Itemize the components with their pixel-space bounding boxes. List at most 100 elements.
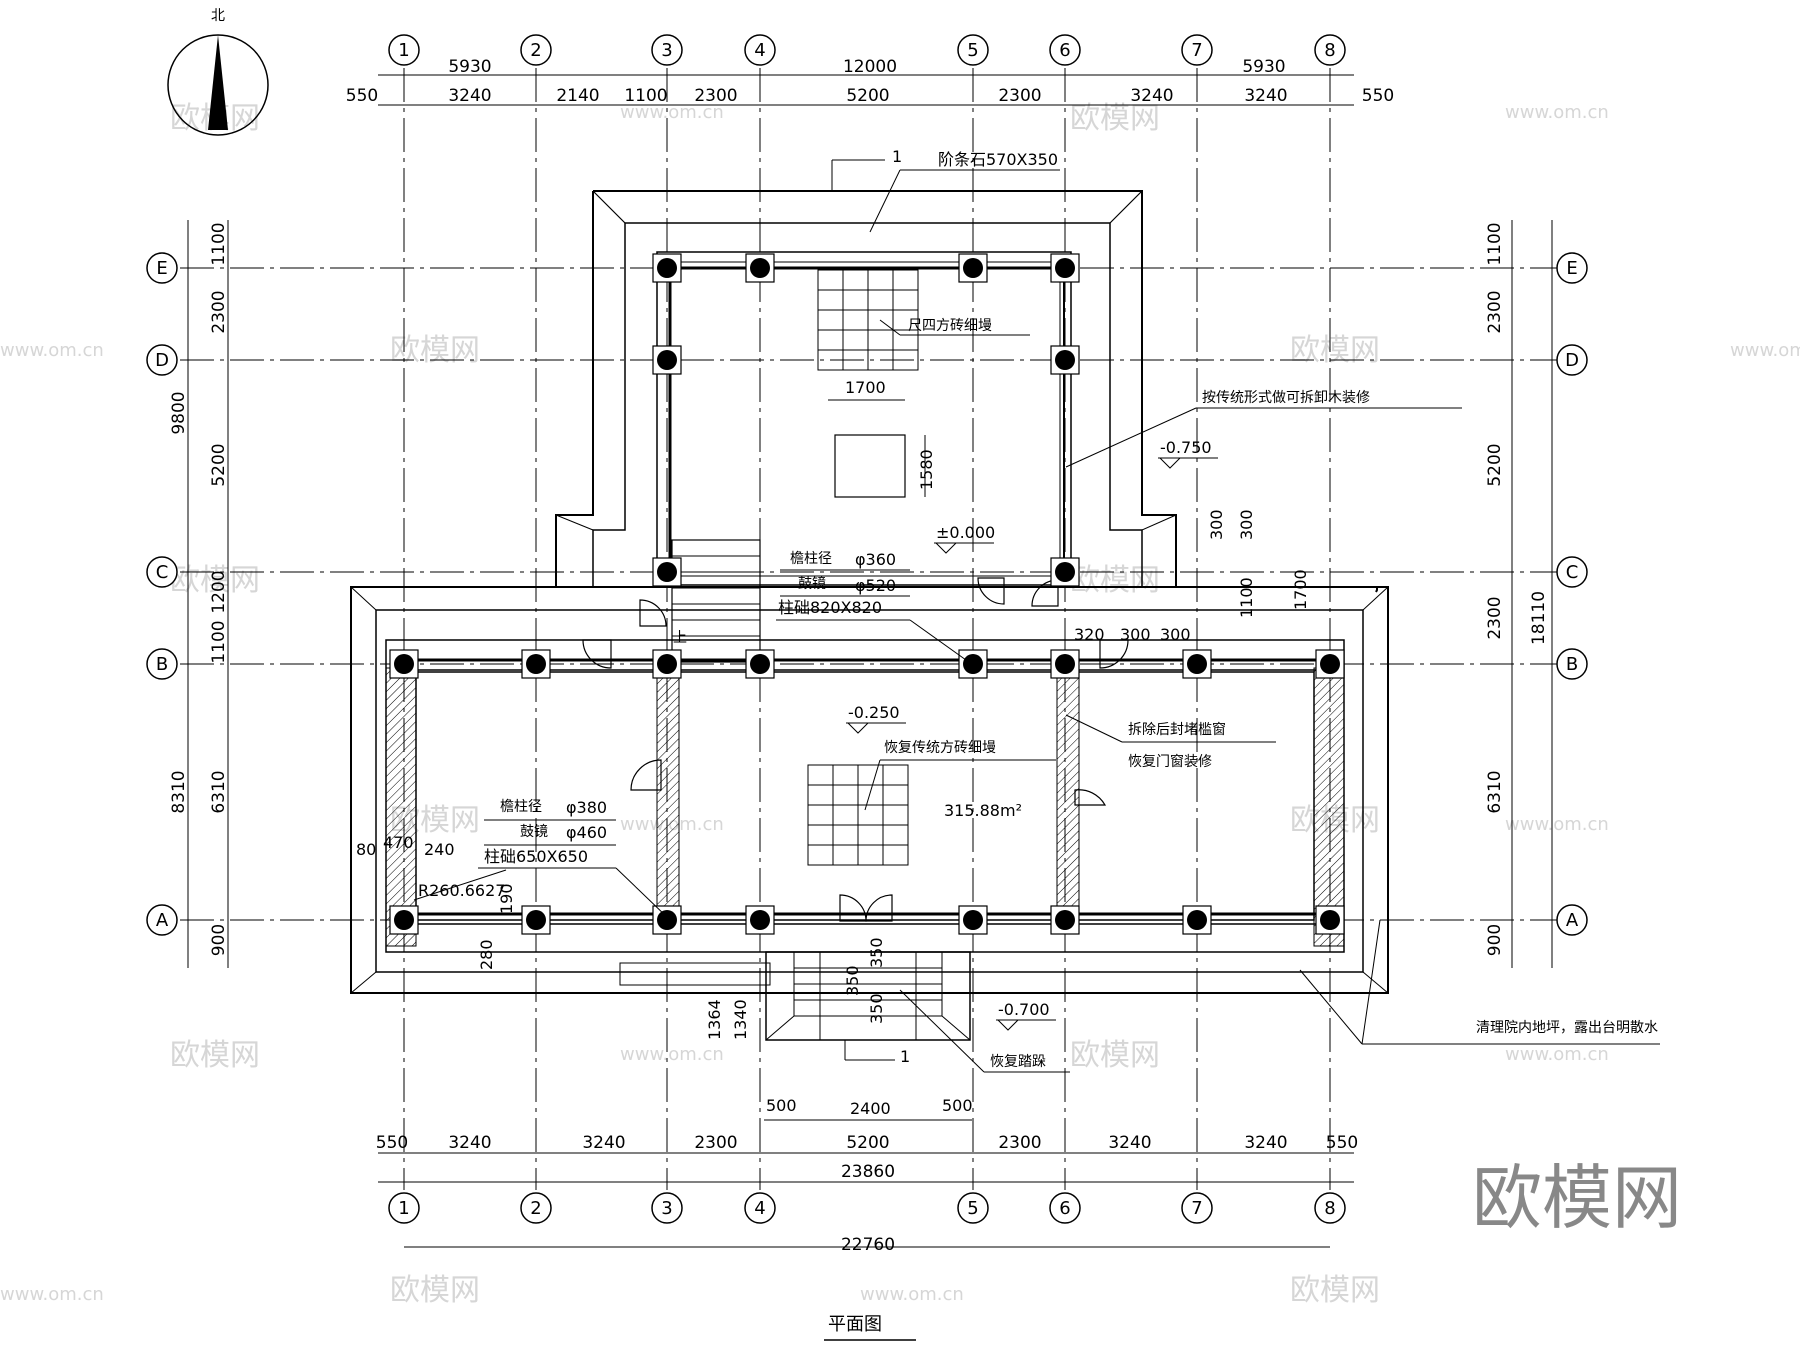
dim-bottom-row1: 3240 bbox=[448, 1133, 491, 1153]
col-north-label-1: 檐柱径 bbox=[790, 551, 832, 567]
axis-label-x: 8 bbox=[1324, 1198, 1335, 1219]
column bbox=[1320, 910, 1340, 930]
d300c: 300 bbox=[1207, 509, 1226, 540]
d500b: 500 bbox=[942, 1096, 973, 1115]
north-platform-outline bbox=[593, 190, 1378, 593]
clean-yard-label: 清理院内地坪，露出台明散水 bbox=[1476, 1020, 1658, 1036]
restore-steps-label: 恢复踏跺 bbox=[990, 1053, 1046, 1070]
column bbox=[750, 654, 770, 674]
column bbox=[1055, 562, 1075, 582]
dim-right-outer: 18110 bbox=[1529, 591, 1549, 645]
axis-label-x: 4 bbox=[754, 1198, 765, 1219]
column bbox=[1055, 654, 1075, 674]
col-north-val-1: φ360 bbox=[855, 550, 896, 569]
axis-label-y: B bbox=[156, 654, 168, 675]
north-platform-inner bbox=[625, 222, 1143, 587]
column bbox=[526, 910, 546, 930]
watermark-url: www.om.cn bbox=[1505, 102, 1609, 123]
d300d: 300 bbox=[1237, 509, 1256, 540]
north-platform-outline-left bbox=[555, 191, 594, 587]
axis-label-x: 3 bbox=[661, 40, 672, 61]
axis-label-y: A bbox=[1566, 910, 1579, 931]
axis-bubble-x bbox=[744, 1192, 776, 1224]
watermark-text: 欧模网 bbox=[170, 1038, 260, 1073]
floor-pav-south: 恢复传统方砖细墁 bbox=[884, 739, 996, 756]
axis-bubble-y bbox=[146, 556, 178, 588]
d350c: 350 bbox=[867, 993, 886, 1024]
watermark-text: 欧模网 bbox=[1290, 333, 1380, 368]
dim-1700-top: 1700 bbox=[845, 378, 886, 397]
center-square bbox=[834, 434, 906, 498]
d190: 190 bbox=[497, 883, 516, 914]
col-north-label-3: 柱础820X820 bbox=[778, 598, 882, 617]
column bbox=[657, 654, 677, 674]
watermark-url: www.om.cn bbox=[0, 1284, 104, 1305]
axis-bubble-x bbox=[1049, 1192, 1081, 1224]
step-stone-label: 阶条石570X350 bbox=[938, 150, 1058, 169]
axis-label-y: C bbox=[1566, 562, 1579, 583]
dim-left-inner: 1100 bbox=[209, 620, 229, 663]
column bbox=[394, 910, 414, 930]
column bbox=[750, 910, 770, 930]
watermark-url: www.om.cn bbox=[1505, 814, 1609, 835]
col-north-label-2: 鼓镜 bbox=[798, 576, 826, 592]
dim-top-row2: 3240 bbox=[448, 86, 491, 106]
axis-label-x: 6 bbox=[1059, 40, 1070, 61]
col-south-label-2: 鼓镜 bbox=[520, 824, 548, 840]
dim-bottom-row1: 3240 bbox=[582, 1133, 625, 1153]
dim-left-inner: 6310 bbox=[209, 770, 229, 813]
column bbox=[1187, 910, 1207, 930]
brick-pattern-north bbox=[817, 269, 919, 371]
dim-left-outer: 9800 bbox=[169, 391, 189, 434]
axis-bubble-y bbox=[146, 648, 178, 680]
area-label: 315.88m² bbox=[944, 801, 1022, 820]
floor-pav-north: 尺四方砖细墁 bbox=[908, 318, 992, 334]
column bbox=[657, 910, 677, 930]
watermark-layer: 欧模网欧模网欧模网欧模网欧模网欧模网欧模网欧模网欧模网欧模网欧模网欧模网www.… bbox=[0, 101, 1800, 1308]
axis-label-x: 8 bbox=[1324, 40, 1335, 61]
col-south-val-1: φ380 bbox=[566, 798, 607, 817]
axis-bubble-x bbox=[520, 1192, 552, 1224]
axis-label-x: 5 bbox=[967, 40, 978, 61]
axis-bubble-y bbox=[146, 904, 178, 936]
dim-top-row2: 3240 bbox=[1244, 86, 1287, 106]
axis-bubble-x bbox=[1314, 1192, 1346, 1224]
axis-label-x: 7 bbox=[1191, 1198, 1202, 1219]
dim-right-inner: 6310 bbox=[1485, 770, 1505, 813]
level-0: ±0.000 bbox=[936, 523, 995, 542]
north-arrow: 北 bbox=[167, 8, 269, 136]
watermark-text: 欧模网 bbox=[170, 563, 260, 598]
axis-bubble-y bbox=[1556, 904, 1588, 936]
axis-label-y: B bbox=[1566, 654, 1578, 675]
dim-bottom-row1: 5200 bbox=[846, 1133, 889, 1153]
building-outlines bbox=[350, 190, 1389, 1041]
column bbox=[1187, 654, 1207, 674]
axis-bubble-x bbox=[1181, 1192, 1213, 1224]
column bbox=[657, 258, 677, 278]
d300a: 300 bbox=[1120, 625, 1151, 644]
col-south-val-2: φ460 bbox=[566, 823, 607, 842]
axis-label-x: 7 bbox=[1191, 40, 1202, 61]
col-north-val-2: φ520 bbox=[855, 576, 896, 595]
north-hall-outline bbox=[656, 251, 1072, 586]
brick-pattern-south bbox=[807, 764, 909, 866]
ref-1-bottom: 1 bbox=[900, 1047, 910, 1066]
axis-bubble-x bbox=[388, 1192, 420, 1224]
axis-label-x: 2 bbox=[530, 1198, 541, 1219]
watermark-text: 欧模网 bbox=[1070, 1038, 1160, 1073]
axis-label-x: 4 bbox=[754, 40, 765, 61]
axis-bubble-y bbox=[146, 344, 178, 376]
axis-label-y: D bbox=[155, 350, 169, 371]
dim-bottom-row1: 3240 bbox=[1108, 1133, 1151, 1153]
axis-bubble-x bbox=[957, 1192, 989, 1224]
d2400: 2400 bbox=[850, 1099, 891, 1118]
d350a: 350 bbox=[867, 937, 886, 968]
columns-layer bbox=[389, 253, 1345, 935]
axis-bubble-x bbox=[651, 34, 683, 66]
north-platform-inner-left bbox=[592, 223, 626, 587]
d1100: 1100 bbox=[1237, 577, 1256, 618]
watermark-url: www.om.cn bbox=[1730, 340, 1800, 361]
dim-top-row1: 5930 bbox=[448, 57, 491, 77]
